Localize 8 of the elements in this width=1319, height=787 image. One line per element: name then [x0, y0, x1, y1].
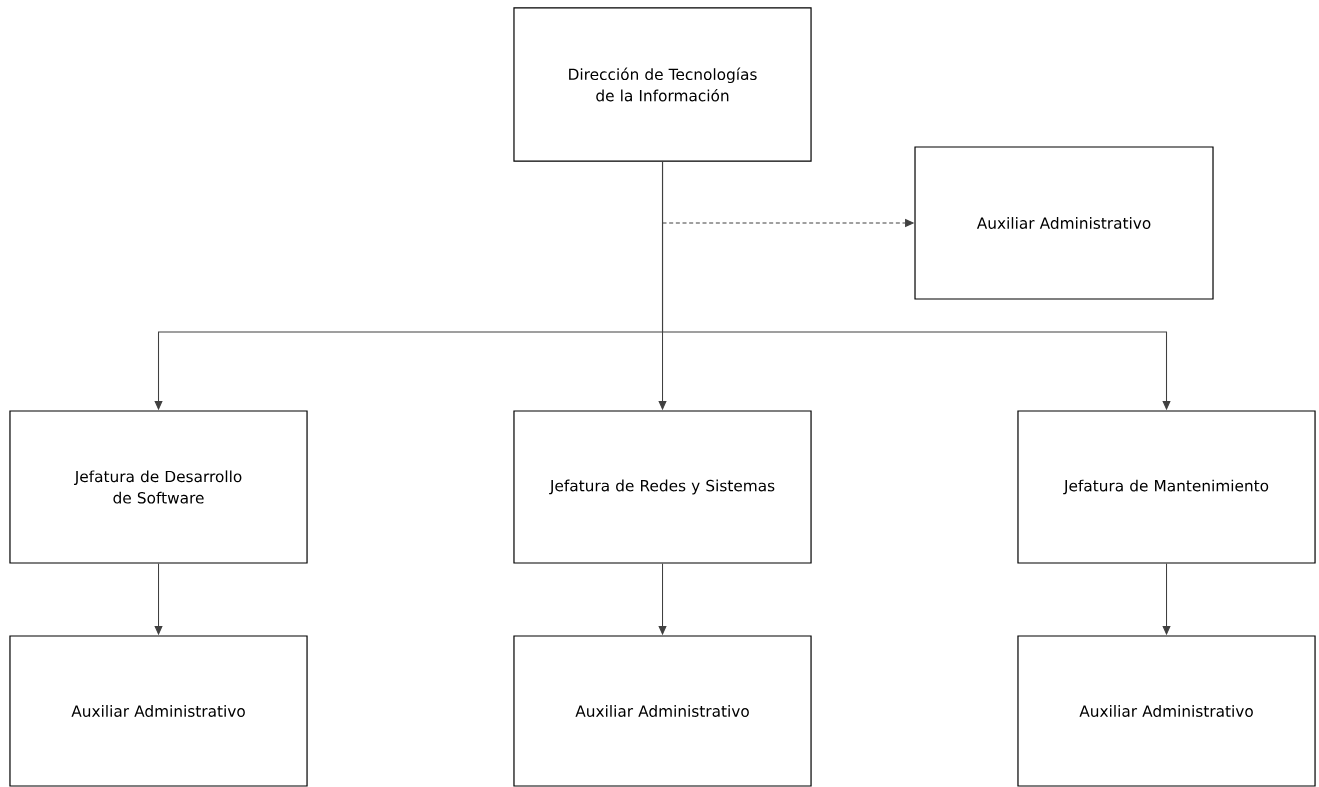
- org-box: Jefatura de Redes y Sistemas: [513, 410, 812, 564]
- org-box: Auxiliar Administrativo: [1017, 635, 1316, 787]
- org-box: Jefatura de Mantenimiento: [1017, 410, 1316, 564]
- org-box: Dirección de Tecnologías de la Información: [513, 7, 812, 162]
- org-box: Auxiliar Administrativo: [9, 635, 308, 787]
- org-box: Auxiliar Administrativo: [513, 635, 812, 787]
- org-box: Jefatura de Desarrollo de Software: [9, 410, 308, 564]
- org-box: Auxiliar Administrativo: [914, 146, 1214, 300]
